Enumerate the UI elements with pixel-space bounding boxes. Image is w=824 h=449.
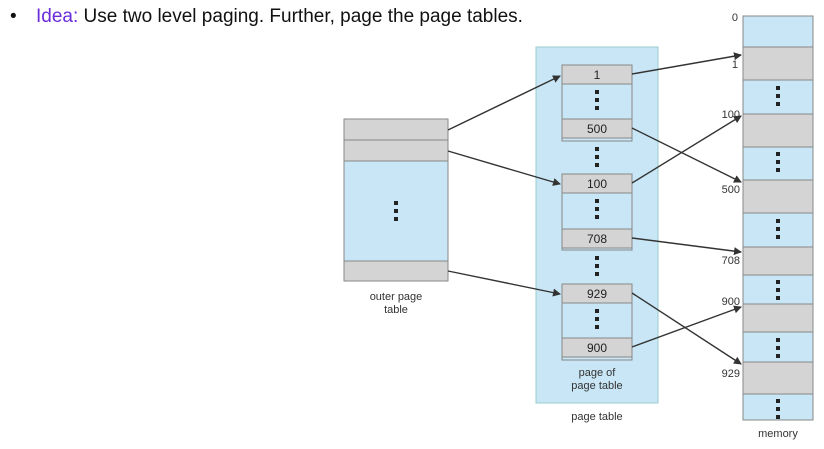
outer-table-label-2: table <box>384 304 408 316</box>
outer-page-table: outer page table <box>343 118 449 316</box>
vertical-ellipsis-icon <box>595 199 599 219</box>
vertical-ellipsis-icon <box>394 201 398 221</box>
bullet-marker: • <box>10 6 17 27</box>
vertical-ellipsis-icon <box>595 256 599 276</box>
memory-frame-900 <box>742 303 814 333</box>
page-to-memory-arrows <box>631 52 742 365</box>
vertical-ellipsis-icon <box>595 147 599 167</box>
memory-frame-1 <box>742 46 814 81</box>
vertical-ellipsis-icon <box>776 152 780 172</box>
outer-table-label-1: outer page <box>370 291 423 303</box>
page-table-label: page table <box>571 411 622 423</box>
mem-addr-929: 929 <box>722 368 740 380</box>
mem-addr-0: 0 <box>732 12 738 24</box>
page-of-page-table-label-1: page of <box>579 367 617 379</box>
outer-entry-3 <box>343 260 449 282</box>
memory-frame-708 <box>742 246 814 276</box>
vertical-ellipsis-icon <box>595 90 599 110</box>
mem-addr-900: 900 <box>722 296 740 308</box>
mem-addr-500: 500 <box>722 184 740 196</box>
pt-entry-708-label: 708 <box>587 232 607 246</box>
idea-label: Idea: <box>36 6 79 27</box>
mem-addr-1: 1 <box>732 59 738 71</box>
pt-entry-500-label: 500 <box>587 122 607 136</box>
vertical-ellipsis-icon <box>776 338 780 358</box>
outer-to-page-arrows <box>447 75 561 297</box>
arrow-pt-900 <box>631 305 742 348</box>
memory-frame-929 <box>742 361 814 395</box>
memory-frame-100 <box>742 113 814 148</box>
arrow-pt-100 <box>631 115 742 184</box>
vertical-ellipsis-icon <box>595 309 599 329</box>
vertical-ellipsis-icon <box>776 280 780 300</box>
vertical-ellipsis-icon <box>776 399 780 419</box>
pt-entry-929-label: 929 <box>587 287 607 301</box>
arrow-pt-500 <box>631 127 742 183</box>
bullet-line: • Idea: Use two level paging. Further, pa… <box>10 6 523 28</box>
arrow-pt-1 <box>631 52 742 75</box>
arrow-outer-2 <box>447 150 561 186</box>
page-of-page-table-label-2: page table <box>571 380 622 392</box>
page-table: 1 500 100 708 929 900 page of page table… <box>535 46 659 423</box>
arrow-outer-3 <box>447 270 561 297</box>
pt-entry-900-label: 900 <box>587 341 607 355</box>
outer-entry-1 <box>343 118 449 141</box>
arrow-outer-1 <box>447 75 561 131</box>
idea-text: Use two level paging. Further, page the … <box>78 6 523 27</box>
pt-entry-900 <box>561 337 633 358</box>
memory: 0 1 100 500 708 900 929 memory <box>722 12 814 440</box>
pt-entry-100-label: 100 <box>587 177 607 191</box>
pt-entry-100 <box>561 173 633 194</box>
mem-addr-100: 100 <box>722 109 740 121</box>
arrow-pt-708 <box>631 237 742 256</box>
memory-frame-500 <box>742 179 814 214</box>
vertical-ellipsis-icon <box>776 86 780 106</box>
vertical-ellipsis-icon <box>776 219 780 239</box>
mem-addr-708: 708 <box>722 255 740 267</box>
arrow-pt-929 <box>631 292 742 365</box>
pt-entry-1 <box>561 64 633 85</box>
outer-entry-2 <box>343 139 449 162</box>
pt-entry-1-label: 1 <box>594 68 601 82</box>
memory-label: memory <box>758 428 798 440</box>
